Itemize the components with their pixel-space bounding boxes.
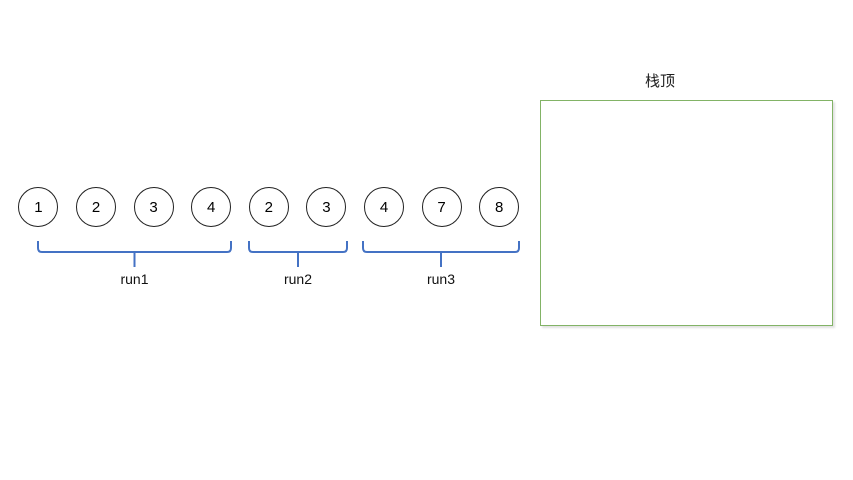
circle-value: 4 [207,198,216,216]
circle-value: 3 [149,198,158,216]
run-bracket [248,241,348,267]
run-label: run2 [283,271,313,287]
circle-value: 1 [34,198,43,216]
sequence-circle: 2 [76,187,116,227]
sequence-circle: 2 [248,187,289,227]
sequence-circle: 4 [191,187,232,227]
sequence-circle: 4 [364,187,404,227]
circle-value: 2 [264,198,273,216]
sequence-circle: 1 [18,187,59,227]
run-label: run1 [120,271,149,287]
stack-top-label: 栈顶 [644,73,675,90]
run-bracket [37,241,232,267]
circle-value: 3 [322,198,331,216]
circle-value: 4 [379,198,389,216]
sequence-circle: 8 [479,187,520,227]
circle-value: 8 [495,198,504,216]
sequence-circle: 3 [306,187,347,227]
sequence-circle: 7 [421,187,462,227]
run-bracket [362,241,520,267]
circle-value: 2 [91,198,101,216]
sequence-circle: 3 [133,187,174,227]
stack-top-box [540,100,833,326]
run-label: run3 [426,271,456,287]
circle-value: 7 [437,198,446,216]
